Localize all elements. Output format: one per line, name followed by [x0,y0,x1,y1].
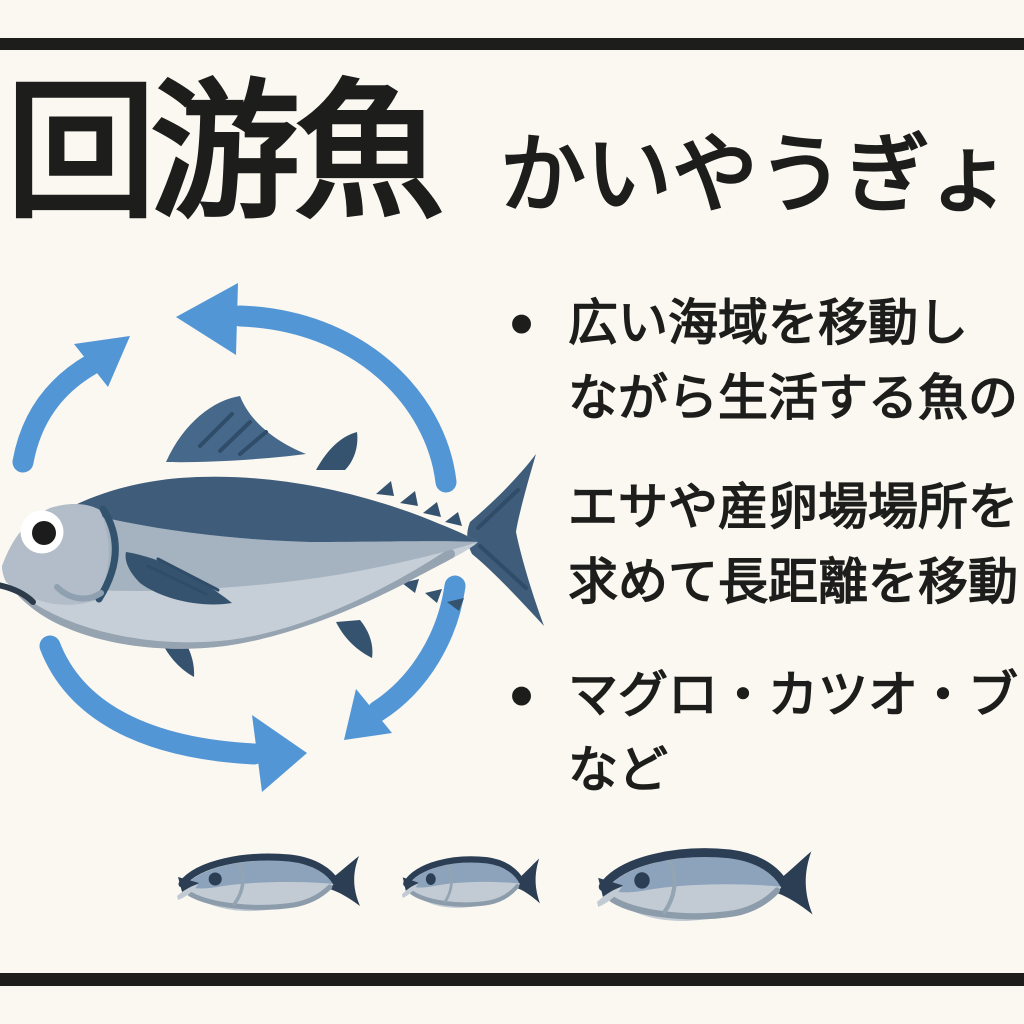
page-title-reading: かいやうぎょ [500,127,1012,223]
cycle-arrow-top [229,305,457,493]
top-border-line [0,38,1024,50]
bullet-item-2: エサや産卵場場所を 求めて長距離を移動 [504,470,1018,620]
cycle-arrow-bottom-head [252,715,307,792]
page-title: 回游魚 [6,68,444,236]
fish-pupil [32,521,56,545]
small-fish-icon-1 [177,851,368,919]
cycle-arrow-left [12,353,103,473]
bullet-line: 広い海域を移動し [568,295,968,351]
migration-cycle-illustration [0,283,544,792]
tail-fin [467,454,544,626]
bullet-text: マグロ・カツオ・ブリ など [568,658,1024,808]
second-dorsal-fin [316,432,358,470]
pectoral-fin [125,552,232,605]
cycle-arrow-right-head [344,689,392,740]
small-fish-icon-3 [597,845,822,931]
fish-back [2,476,478,566]
gill-line [95,505,119,603]
bullet-text: 広い海域を移動し ながら生活する魚の [568,286,1018,436]
small-fish-icon-2 [402,854,546,915]
bullet-item-1: • 広い海域を移動し ながら生活する魚の [504,286,1018,436]
cycle-arrow-right [367,575,466,722]
bullet-line: など [568,742,668,798]
cycle-arrow-top-head [176,283,238,355]
bullet-dot: • [510,658,534,732]
fish-midband [2,506,478,591]
cycle-arrow-left-head [74,336,130,387]
belly-shadow [15,549,455,649]
cycle-arrow-bottom [39,635,265,765]
bullet-line: マグロ・カツオ・ブリ [568,667,1024,723]
anal-fin [336,620,373,658]
bullet-line: エサや産卵場場所を [568,479,1018,535]
tuna-fish-icon [0,396,544,677]
upper-finlets [376,481,462,526]
mouth-line [0,582,36,605]
bullet-line: ながら生活する魚の [568,370,1018,426]
bullet-dot: • [510,286,534,360]
title-row: 回游魚 かいやうぎょ [6,68,1012,236]
bullet-line: 求めて長距離を移動 [568,554,1018,610]
bullet-text: エサや産卵場場所を 求めて長距離を移動 [568,470,1018,620]
bullet-item-3: • マグロ・カツオ・ブリ など [504,658,1024,808]
bottom-border-line [0,973,1024,986]
dorsal-fin [166,396,306,463]
cheek-line [54,584,104,602]
